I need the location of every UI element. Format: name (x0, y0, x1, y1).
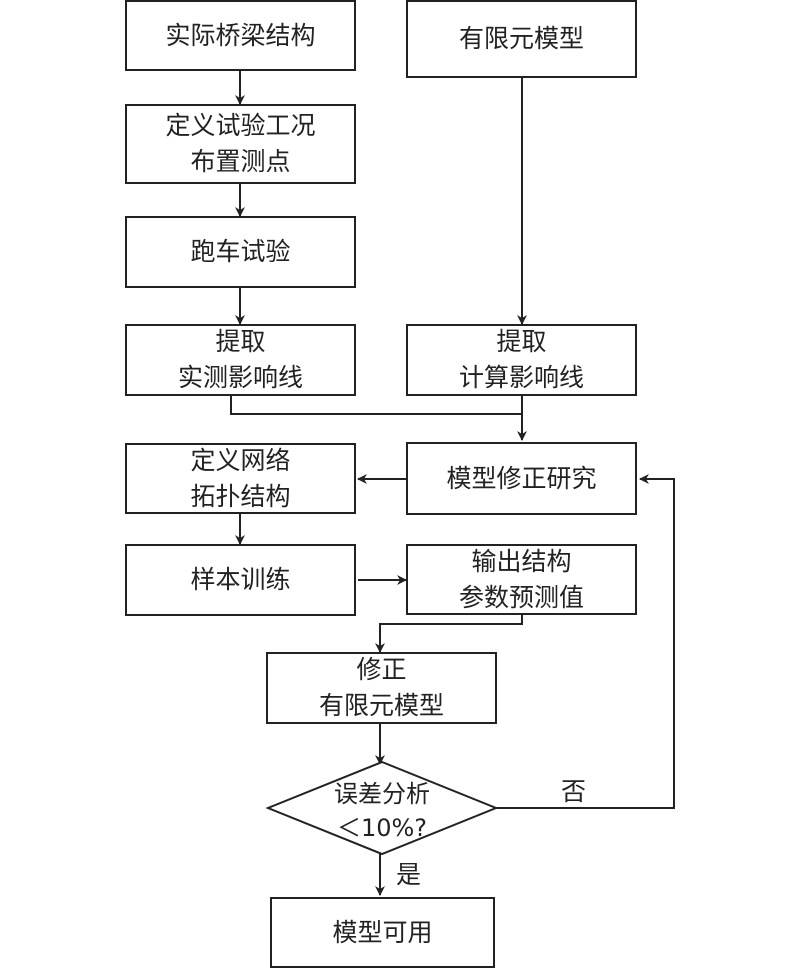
line-measured-merge (230, 396, 522, 415)
node-text: 提取 (496, 327, 547, 356)
node-text: 有限元模型 (458, 24, 584, 53)
node-text: 布置测点 (190, 147, 291, 176)
node-text: 输出结构 (471, 546, 572, 576)
node-text: 定义网络 (190, 445, 291, 475)
node-text: ＜10%? (336, 814, 428, 842)
node-extract-calc: 提取 计算影响线 (406, 324, 637, 396)
node-text: 实测影响线 (177, 363, 303, 392)
node-text: 模型可用 (332, 917, 433, 947)
node-model-update-study: 模型修正研究 (406, 442, 637, 515)
node-text: 修正 (356, 655, 407, 684)
node-output-params: 输出结构 参数预测值 (406, 544, 637, 615)
decision-diamond (265, 760, 499, 856)
node-text: 跑车试验 (190, 237, 291, 266)
node-fe-model: 有限元模型 (406, 0, 637, 78)
node-actual-bridge: 实际桥梁结构 (125, 0, 356, 71)
edge-label-no: 否 (561, 777, 587, 806)
arrow-no-loop (496, 474, 675, 809)
node-error-analysis: 误差分析 ＜10%? (268, 766, 496, 856)
node-define-network: 定义网络 拓扑结构 (125, 443, 356, 514)
node-text: 误差分析 (334, 780, 430, 808)
node-text: 计算影响线 (458, 363, 584, 392)
edge-label-yes: 是 (396, 860, 422, 889)
node-running-test: 跑车试验 (125, 216, 356, 288)
node-update-fe: 修正 有限元模型 (266, 652, 497, 724)
node-text: 参数预测值 (458, 582, 584, 612)
node-define-test: 定义试验工况 布置测点 (125, 104, 356, 184)
node-text: 定义试验工况 (165, 111, 316, 140)
node-text: 实际桥梁结构 (165, 20, 316, 50)
arrow-output-to-update-fe (375, 615, 523, 653)
node-text: 模型修正研究 (446, 463, 597, 493)
node-text: 有限元模型 (318, 691, 444, 720)
node-text: 拓扑结构 (190, 481, 291, 511)
node-extract-measured: 提取 实测影响线 (125, 324, 356, 396)
node-sample-training: 样本训练 (125, 544, 356, 616)
node-text: 样本训练 (190, 565, 291, 594)
node-text: 提取 (215, 327, 266, 356)
node-model-usable: 模型可用 (270, 897, 495, 968)
